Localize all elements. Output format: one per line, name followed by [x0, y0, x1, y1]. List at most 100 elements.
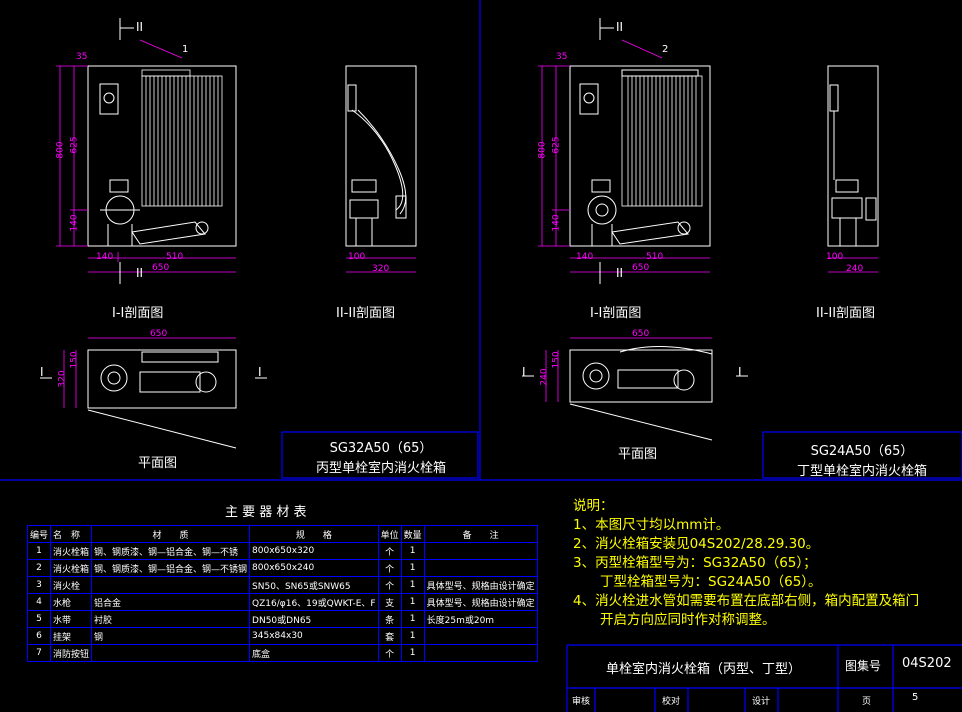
- table-cell: 个: [377, 644, 402, 662]
- note-line: 3、丙型栓箱型号为：SG32A50（65）；: [573, 555, 817, 571]
- table-cell: 挂架: [50, 627, 93, 645]
- dim-625-left: 625: [69, 136, 80, 154]
- callout-1: 1: [182, 44, 189, 55]
- cut-marker-II-bottom-left: II: [136, 266, 144, 280]
- table-cell: 6: [26, 627, 52, 645]
- header-cell: 名 称: [50, 525, 93, 543]
- header-cell: 材 质: [91, 525, 251, 543]
- dim-140v-right: 140: [551, 214, 562, 232]
- table-row: 4 水枪 铝合金 QZ16/φ16、19或QWKT-E、F 支 1 具体型号、规…: [26, 593, 538, 611]
- table-cell: DN50或DN65: [249, 610, 379, 628]
- right-dimensions: [538, 39, 878, 402]
- plan-title-left: 平面图: [138, 456, 178, 471]
- table-cell: 衬胶: [91, 610, 251, 628]
- header-cell: 编号: [26, 525, 52, 543]
- table-row: 2 消火栓箱 钢、钢质漆、钢—铝合金、钢—不锈钢 800x650x240 个 1: [26, 559, 538, 577]
- dim-320-left: 320: [372, 264, 390, 274]
- cut-marker-I-left-a: I: [40, 365, 44, 379]
- table-cell: 7: [26, 644, 52, 662]
- header-cell: 数量: [400, 525, 425, 543]
- left-section-II: [345, 65, 417, 247]
- table-cell: 具体型号、规格由设计确定: [423, 593, 538, 611]
- cut-marker-I-right-a: I: [522, 365, 526, 379]
- cut-marker-II-bottom-right: II: [616, 266, 624, 280]
- table-cell: 套: [377, 627, 402, 645]
- right-section-II: [827, 65, 879, 247]
- table-cell: [91, 576, 251, 594]
- atlas-label: 图集号: [845, 659, 882, 673]
- section-II-title-left: II-II剖面图: [336, 306, 396, 321]
- table-row: 5 水带 衬胶 DN50或DN65 条 1 长度25m或20m: [26, 610, 538, 628]
- dim-800-right: 800: [537, 141, 548, 159]
- materials-table: 编号 名 称 材 质 规 格 单位 数量 备 注 1 消火栓箱 钢、钢质漆、钢—…: [26, 525, 538, 662]
- table-cell: 4: [26, 593, 52, 611]
- dim-240-right: 240: [846, 264, 864, 274]
- materials-title: 主 要 器 材 表: [225, 505, 307, 520]
- page-number: 5: [912, 692, 919, 703]
- dim-plan-650-right: 650: [632, 329, 650, 339]
- dim-plan-650-left: 650: [150, 329, 168, 339]
- note-line: 4、消火栓进水管如需要布置在底部右侧，箱内配置及箱门: [573, 593, 920, 609]
- left-section-I: [87, 65, 237, 247]
- cut-marker-I-right-b: I: [738, 365, 742, 379]
- dim-510-right: 510: [646, 252, 664, 262]
- page-label: 页: [862, 697, 872, 707]
- dim-plan-320-left: 320: [57, 370, 68, 388]
- table-cell: [423, 627, 538, 645]
- table-cell: 水带: [50, 610, 93, 628]
- plan-title-right: 平面图: [618, 447, 658, 462]
- note-line: 2、消火栓箱安装见04S202/28.29.30。: [573, 536, 820, 552]
- dim-100-right: 100: [826, 252, 844, 262]
- table-cell: 钢: [91, 627, 251, 645]
- dim-100-left: 100: [348, 252, 366, 262]
- table-cell: 345x84x30: [249, 627, 379, 645]
- table-cell: 条: [377, 610, 402, 628]
- section-I-title-left: I-I剖面图: [112, 306, 164, 321]
- atlas-number: 04S202: [902, 656, 952, 671]
- dim-140v-left: 140: [69, 214, 80, 232]
- table-cell: QZ16/φ16、19或QWKT-E、F: [249, 593, 379, 611]
- right-cut-marks: [522, 18, 748, 377]
- table-cell: 支: [377, 593, 402, 611]
- table-cell: 个: [377, 576, 402, 594]
- right-plan: [569, 346, 713, 441]
- table-cell: 消火栓箱: [50, 559, 93, 577]
- model-name-left: 丙型单栓室内消火栓箱: [315, 461, 446, 476]
- table-cell: 1: [400, 559, 425, 577]
- notes: 说明： 1、本图尺寸均以mm计。 2、消火栓箱安装见04S202/28.29.3…: [573, 497, 919, 630]
- table-cell: 长度25m或20m: [423, 610, 538, 628]
- table-row: 3 消火栓 SN50、SN65或SNW65 个 1 具体型号、规格由设计确定: [26, 576, 538, 594]
- section-II-title-right: II-II剖面图: [816, 306, 876, 321]
- cut-marker-I-left-b: I: [258, 365, 262, 379]
- table-cell: 800x650x320: [249, 542, 379, 560]
- dim-650-left: 650: [152, 263, 170, 273]
- header-cell: 备 注: [423, 525, 538, 543]
- table-cell: 1: [400, 627, 425, 645]
- dim-650-right: 650: [632, 263, 650, 273]
- table-cell: 铝合金: [91, 593, 251, 611]
- table-cell: 1: [26, 542, 52, 560]
- cut-marker-II-top-right: II: [616, 20, 624, 34]
- dim-800-left: 800: [55, 141, 66, 159]
- table-cell: 钢、钢质漆、钢—铝合金、钢—不锈钢: [91, 559, 251, 577]
- dim-510-left: 510: [166, 252, 184, 262]
- table-cell: 具体型号、规格由设计确定: [423, 576, 538, 594]
- table-cell: [423, 559, 538, 577]
- table-cell: 消火栓箱: [50, 542, 93, 560]
- model-name-right: 丁型单栓室内消火栓箱: [796, 464, 927, 479]
- dim-plan-150-right: 150: [551, 351, 562, 369]
- dim-625-right: 625: [551, 136, 562, 154]
- table-cell: 消防按钮: [50, 644, 93, 662]
- table-cell: 底盒: [249, 644, 379, 662]
- table-cell: 5: [26, 610, 52, 628]
- table-cell: 1: [400, 593, 425, 611]
- table-cell: 800x650x240: [249, 559, 379, 577]
- section-I-title-right: I-I剖面图: [590, 306, 642, 321]
- title-block-title: 单栓室内消火栓箱（丙型、丁型）: [606, 662, 802, 677]
- note-line: 1、本图尺寸均以mm计。: [573, 517, 730, 533]
- header-cell: 规 格: [249, 525, 379, 543]
- table-cell: 钢、钢质漆、钢—铝合金、钢—不锈: [91, 542, 251, 560]
- table-cell: [91, 644, 251, 662]
